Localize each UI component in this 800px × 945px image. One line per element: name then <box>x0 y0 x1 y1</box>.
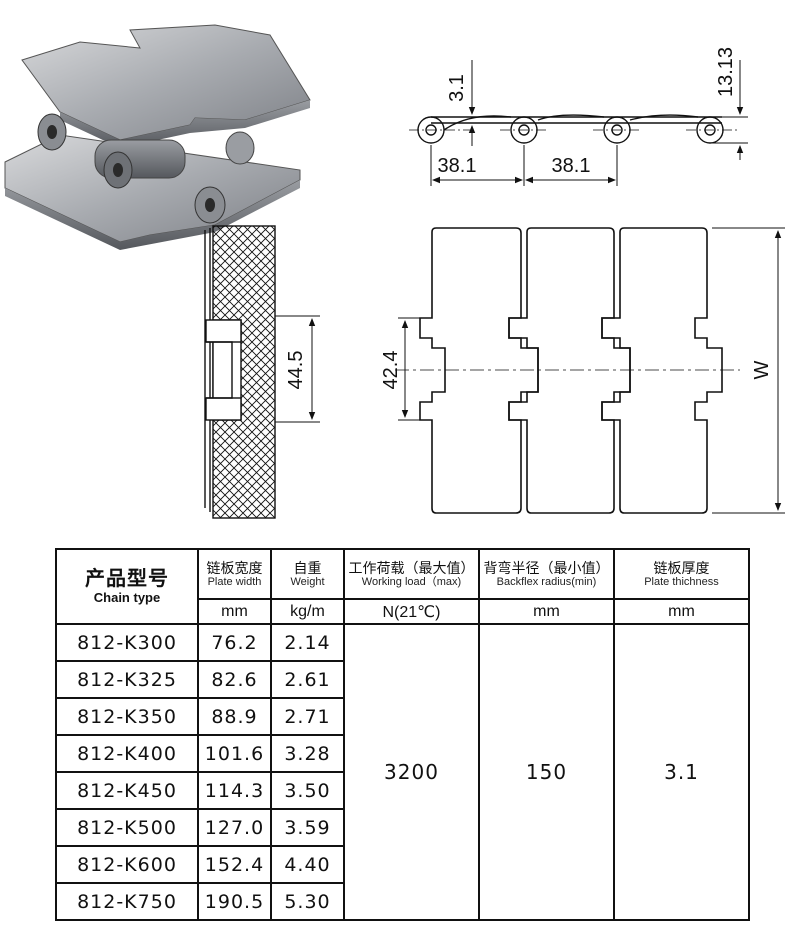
cell-plate-width: 76.2 <box>197 623 272 662</box>
cell-weight: 5.30 <box>270 882 345 921</box>
unit-working-load: N(21℃) <box>343 598 480 625</box>
cell-plate-width: 190.5 <box>197 882 272 921</box>
dim-knuckle: 44.5 <box>285 351 307 390</box>
unit-thickness: mm <box>613 598 750 625</box>
cell-plate-width: 152.4 <box>197 845 272 884</box>
dim-pitch-2: 38.1 <box>552 155 591 177</box>
header-plate-width-en: Plate width <box>207 575 262 588</box>
header-chain-type-en: Chain type <box>93 590 161 605</box>
table-row: 812-K450 114.3 3.50 <box>55 771 749 810</box>
header-backflex-en: Backflex radius(min) <box>496 575 597 588</box>
header-weight-en: Weight <box>290 575 325 588</box>
header-working-load: 工作荷载（最大值） Working load（max) <box>343 548 480 600</box>
top-view <box>395 227 785 514</box>
header-thickness: 链板厚度 Plate thichness <box>613 548 750 600</box>
table-row: 812-K500 127.0 3.59 <box>55 808 749 847</box>
cell-chain-type: 812-K300 <box>55 623 199 662</box>
spec-table: 产品型号 Chain type 链板宽度 Plate width 自重 Weig… <box>55 548 750 921</box>
cell-weight: 2.61 <box>270 660 345 699</box>
header-chain-type: 产品型号 Chain type <box>55 548 199 625</box>
header-weight: 自重 Weight <box>270 548 345 600</box>
technical-drawing: 38.1 38.1 3.1 13.13 44.5 42.4 W <box>4 24 785 519</box>
table-row: 812-K350 88.9 2.71 <box>55 697 749 736</box>
dim-width: W <box>751 360 773 379</box>
header-backflex-zh: 背弯半径（最小值） <box>483 559 610 576</box>
unit-backflex: mm <box>478 598 615 625</box>
header-working-load-en: Working load（max) <box>361 575 462 588</box>
header-working-load-zh: 工作荷载（最大值） <box>348 559 475 576</box>
table-row: 812-K300 76.2 2.14 3200 150 3.1 <box>55 623 750 921</box>
cell-weight: 2.14 <box>270 623 345 662</box>
cell-chain-type: 812-K325 <box>55 660 199 699</box>
cell-weight: 4.40 <box>270 845 345 884</box>
cell-thickness: 3.1 <box>613 623 750 921</box>
table-row: 812-K750 190.5 5.30 <box>55 882 749 921</box>
dim-height: 13.13 <box>715 47 737 97</box>
table-row: 812-K400 101.6 3.28 <box>55 734 749 773</box>
cell-plate-width: 101.6 <box>197 734 272 773</box>
cell-weight: 3.28 <box>270 734 345 773</box>
table-row: 812-K325 82.6 2.61 <box>55 660 749 699</box>
cell-chain-type: 812-K750 <box>55 882 199 921</box>
cell-chain-type: 812-K350 <box>55 697 199 736</box>
cell-weight: 3.50 <box>270 771 345 810</box>
cell-weight: 2.71 <box>270 697 345 736</box>
unit-weight: kg/m <box>270 598 345 625</box>
section-view <box>204 225 320 519</box>
cell-plate-width: 127.0 <box>197 808 272 847</box>
cell-plate-width: 82.6 <box>197 660 272 699</box>
header-backflex: 背弯半径（最小值） Backflex radius(min) <box>478 548 615 600</box>
unit-plate-width: mm <box>197 598 272 625</box>
header-weight-zh: 自重 <box>293 559 322 576</box>
cell-chain-type: 812-K500 <box>55 808 199 847</box>
cell-plate-width: 114.3 <box>197 771 272 810</box>
dim-pitch-1: 38.1 <box>438 155 477 177</box>
cell-plate-width: 88.9 <box>197 697 272 736</box>
header-chain-type-zh: 产品型号 <box>85 568 169 590</box>
header-thickness-zh: 链板厚度 <box>653 559 710 576</box>
cell-chain-type: 812-K450 <box>55 771 199 810</box>
cell-chain-type: 812-K600 <box>55 845 199 884</box>
header-thickness-en: Plate thichness <box>644 575 719 588</box>
side-view <box>409 60 748 186</box>
header-row: 产品型号 Chain type 链板宽度 Plate width 自重 Weig… <box>55 548 750 625</box>
header-plate-width-zh: 链板宽度 <box>206 559 263 576</box>
cell-weight: 3.59 <box>270 808 345 847</box>
cell-chain-type: 812-K400 <box>55 734 199 773</box>
unit-row: mm kg/m N(21℃) mm mm <box>56 598 750 625</box>
cell-backflex: 150 <box>478 623 615 921</box>
cell-working-load: 3200 <box>343 623 480 921</box>
dim-thickness: 3.1 <box>446 74 468 102</box>
header-plate-width: 链板宽度 Plate width <box>197 548 272 600</box>
dim-tab: 42.4 <box>380 351 402 390</box>
chain-photo <box>4 24 311 250</box>
table-row: 812-K600 152.4 4.40 <box>55 845 749 884</box>
